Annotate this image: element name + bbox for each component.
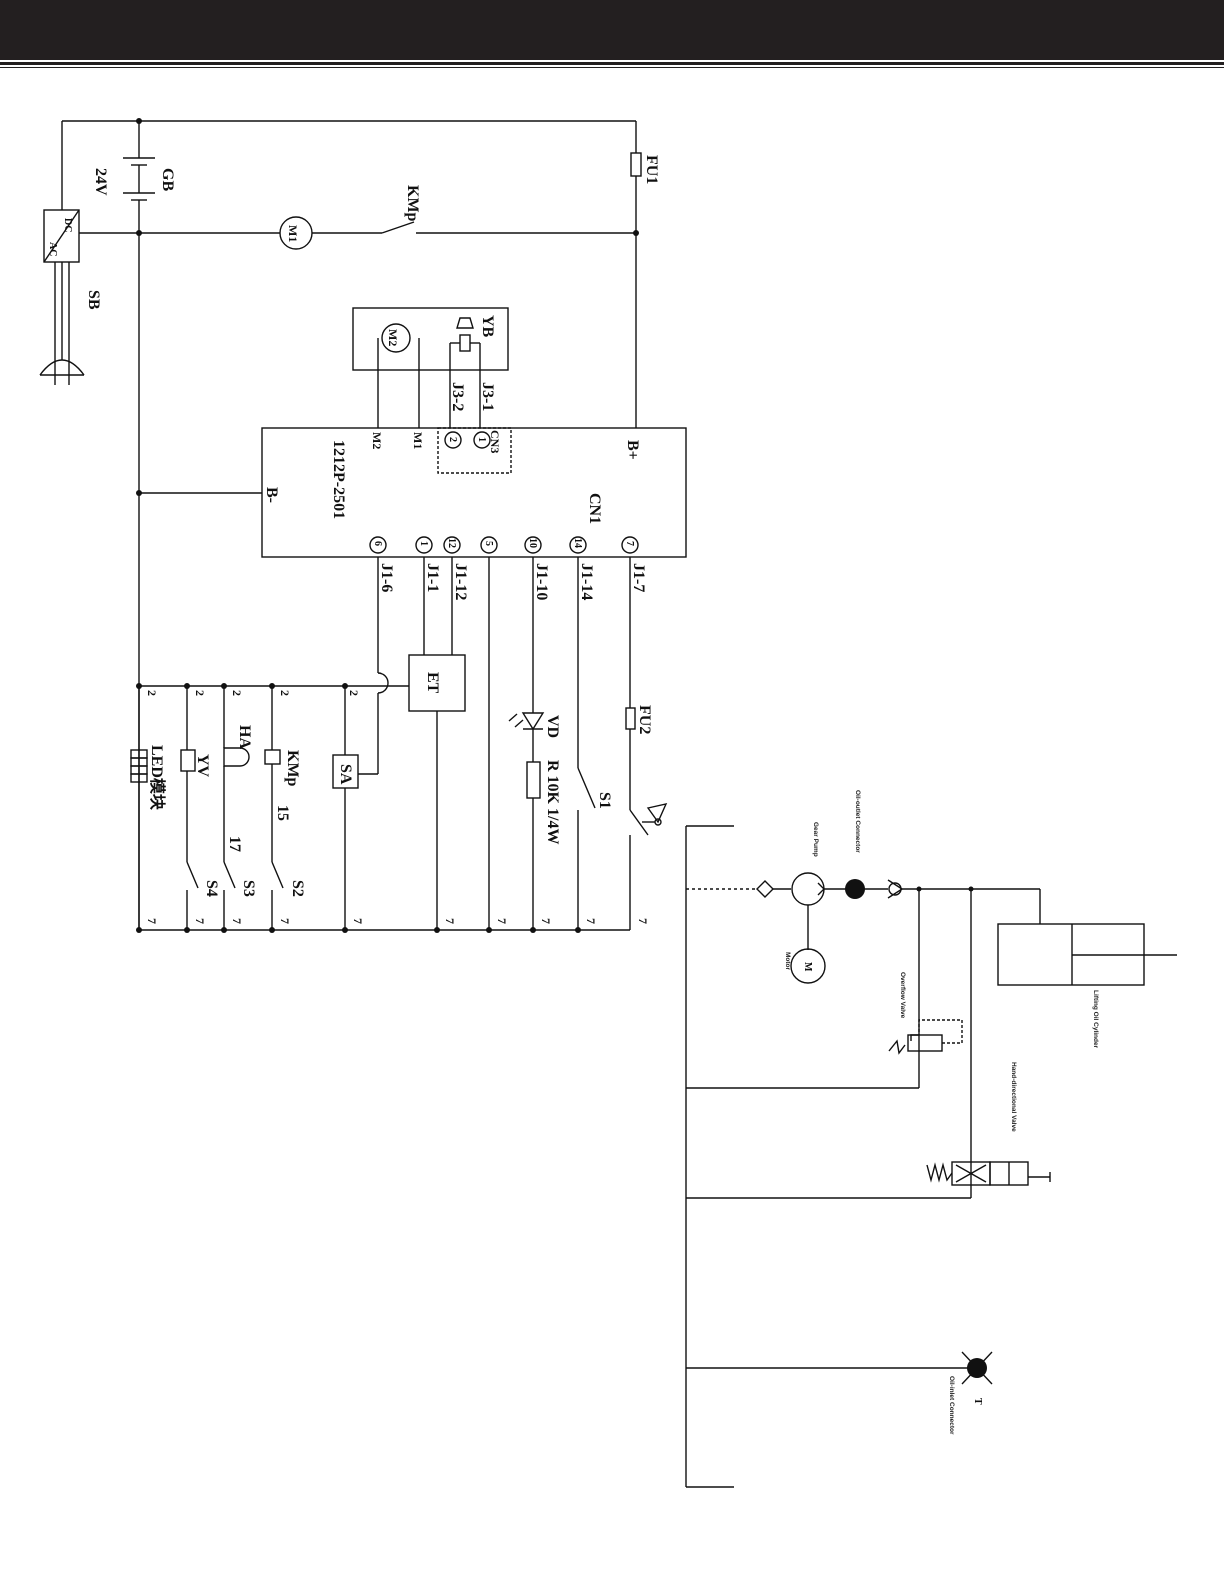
label-fu2: FU2: [636, 705, 653, 734]
label-sa: SA: [337, 764, 354, 785]
label-bminus: B-: [263, 487, 280, 503]
label-bplus: B+: [624, 440, 641, 460]
label-j1-7: J1-7: [630, 563, 647, 592]
label-cn1: CN1: [586, 493, 603, 524]
label-hand-valve: Hand-directional Valve: [1010, 1062, 1017, 1132]
pin-5: 5: [483, 541, 494, 546]
label-sb: SB: [85, 290, 102, 310]
label-gear-pump: Gear Pump: [812, 822, 819, 857]
pin-1: 1: [418, 541, 429, 546]
pin-6: 6: [372, 541, 383, 546]
pin-7: 7: [624, 541, 635, 546]
header-rule: [0, 62, 1224, 65]
label-ctrl-m2: M2: [370, 432, 384, 449]
pin-12: 12: [446, 538, 457, 548]
label-r: R 10K 1/4W: [544, 760, 561, 844]
wire-7: 7: [193, 918, 207, 924]
label-m2-motor: M2: [386, 329, 400, 346]
wire-7: 7: [495, 918, 509, 924]
label-j3-2: J3-2: [449, 382, 466, 411]
label-vd: VD: [544, 715, 561, 738]
label-oil-inlet: Oil-inlet Connector: [948, 1376, 955, 1435]
wire-7: 7: [584, 918, 598, 924]
wire-2: 2: [193, 690, 207, 696]
label-yb: YB: [479, 315, 496, 338]
label-tank: T: [972, 1398, 983, 1405]
wire-7: 7: [443, 918, 457, 924]
label-j1-14: J1-14: [578, 563, 595, 600]
label-15: 15: [274, 805, 291, 821]
label-s3: S3: [240, 880, 257, 897]
label-cn3-pin2: 2: [447, 437, 458, 442]
header-rule-thin: [0, 67, 1224, 68]
label-kmp: KMp: [404, 185, 421, 222]
pin-14: 14: [572, 538, 583, 548]
label-cn3: CN3: [488, 430, 502, 453]
oil-outlet-connector-dot: [845, 879, 865, 899]
label-s1: S1: [596, 792, 613, 809]
wire-2: 2: [230, 690, 244, 696]
label-j1-1: J1-1: [424, 563, 441, 592]
label-yv: YV: [194, 754, 211, 778]
label-cn3-pin1: 1: [476, 437, 487, 442]
label-m1: M1: [286, 225, 300, 242]
label-ac: AC: [47, 242, 58, 256]
label-24v: 24V: [92, 168, 109, 196]
wire-7: 7: [278, 918, 292, 924]
wire-2: 2: [145, 690, 159, 696]
label-lifting-cylinder: Lifting Oil Cylinder: [1092, 990, 1099, 1049]
wire-7: 7: [145, 918, 159, 924]
label-led: LED模块: [148, 745, 167, 811]
label-ha: HA: [236, 725, 253, 749]
wire-2: 2: [278, 690, 292, 696]
label-model: 1212P-2501: [330, 440, 347, 519]
label-motor-m: M: [802, 962, 813, 972]
label-gb: GB: [159, 168, 176, 191]
label-ctrl-m1: M1: [411, 432, 425, 449]
label-kmp-coil: KMp: [284, 750, 301, 787]
wire-7: 7: [351, 918, 365, 924]
label-overflow-valve: Overflow Valve: [899, 972, 906, 1019]
label-et: ET: [424, 672, 441, 694]
oil-inlet-connector-dot: [967, 1358, 987, 1378]
label-oil-outlet: Oil-outlet Connector: [854, 790, 861, 853]
header-bar: [0, 0, 1224, 60]
pin-10: 10: [527, 538, 538, 548]
label-s4: S4: [203, 880, 220, 897]
wire-7: 7: [539, 918, 553, 924]
label-j1-6: J1-6: [378, 563, 395, 592]
wire-7: 7: [636, 918, 650, 924]
label-17: 17: [226, 836, 243, 852]
label-s2: S2: [289, 880, 306, 897]
label-motor: Motor: [784, 952, 791, 971]
label-dc: DC: [62, 218, 73, 232]
label-j3-1: J3-1: [479, 382, 496, 411]
wire-7: 7: [230, 918, 244, 924]
label-j1-10: J1-10: [533, 563, 550, 600]
label-j1-12: J1-12: [452, 563, 469, 600]
wire-2: 2: [347, 690, 361, 696]
label-fu1: FU1: [643, 155, 660, 184]
